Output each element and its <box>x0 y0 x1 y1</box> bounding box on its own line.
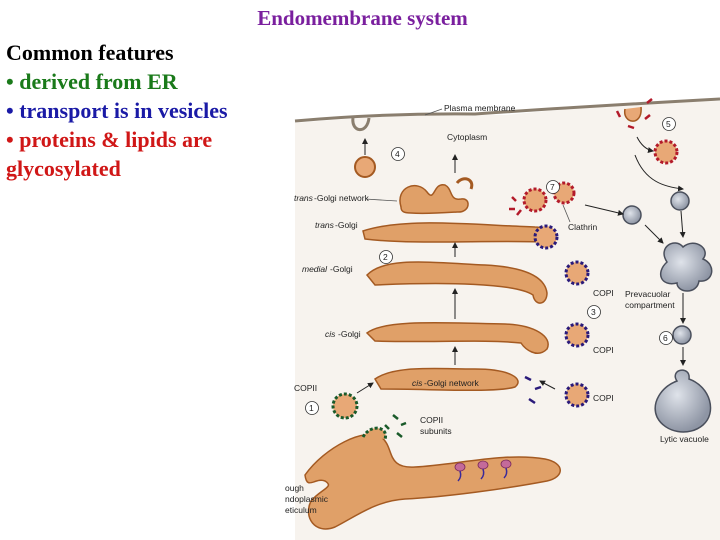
copii-vesicle <box>331 392 359 420</box>
step-3-marker <box>587 305 601 319</box>
rough-endoplasmic-reticulum <box>304 433 561 530</box>
label-plasma-membrane: Plasma membrane <box>444 103 516 113</box>
arrow-endosome <box>634 154 684 192</box>
label-trans-golgi-prefix: trans <box>315 220 335 230</box>
copi-vesicle-medial <box>564 260 590 286</box>
clathrin-subunits <box>509 196 522 216</box>
label-medial-golgi-prefix: medial <box>302 264 328 274</box>
label-tgn-prefix: trans <box>294 193 314 203</box>
label-copi-2: COPI <box>593 345 614 355</box>
label-rough-er-3: eticulum <box>285 505 317 515</box>
arrow-copi-retrograde <box>539 380 556 390</box>
clathrin-vesicle <box>522 187 548 213</box>
label-rough-er-2: ndoplasmic <box>285 494 329 504</box>
lytic-vacuole <box>654 369 712 433</box>
label-medial-golgi-suffix: -Golgi <box>330 264 353 274</box>
step-1-marker <box>305 401 319 415</box>
label-lytic-vacuole: Lytic vacuole <box>660 434 709 444</box>
step-7-label: 7 <box>550 182 555 192</box>
step-7-marker <box>546 180 560 194</box>
small-vacuolar-vesicle <box>622 205 642 225</box>
er-copii-budding-site <box>361 426 388 440</box>
label-copii-subunits-2: subunits <box>420 426 452 436</box>
label-trans-golgi-suffix: -Golgi <box>335 220 358 230</box>
endomembrane-diagram: Plasma membrane Cytoplasm 4 5 trans -Gol… <box>285 97 720 540</box>
step-5-marker <box>662 117 676 131</box>
features-list: Common features • derived from ER • tran… <box>6 38 306 183</box>
medial-golgi-cisterna <box>365 261 548 304</box>
cis-golgi-network <box>373 367 519 392</box>
label-cgn-prefix: cis <box>412 378 423 388</box>
step-2-label: 2 <box>383 252 388 262</box>
label-copi-3: COPI <box>593 393 614 403</box>
arrow-er-to-cgn <box>356 382 374 394</box>
feature-item-glycosylation-2: glycosylated <box>6 156 121 181</box>
label-copii: COPII <box>294 383 317 393</box>
label-cytoplasm: Cytoplasm <box>447 132 487 142</box>
secretory-vesicle <box>354 156 376 178</box>
label-line-plasma-membrane <box>424 108 443 116</box>
arrow-endocytosis <box>636 136 654 153</box>
clathrin-coat-bud <box>615 98 653 130</box>
step-4-label: 4 <box>395 149 400 159</box>
label-prevacuolar-2: compartment <box>625 300 675 310</box>
label-cgn-suffix: -Golgi network <box>424 378 480 388</box>
copi-vesicle-trans <box>533 224 559 250</box>
trans-golgi-cisterna <box>362 222 549 243</box>
copi-vesicle-retrograde <box>564 382 590 408</box>
step-6-marker <box>659 331 673 345</box>
step-6-label: 6 <box>663 333 668 343</box>
copi-vesicle-cis <box>564 322 590 348</box>
arrow-to-prevacuolar <box>644 224 664 244</box>
small-vacuolar-vesicle-2 <box>670 191 690 211</box>
tgn-tubule <box>455 177 474 190</box>
label-line-tgn <box>364 198 398 202</box>
step-1-label: 1 <box>309 403 314 413</box>
arrow-endocytic-to-prevacuolar <box>679 210 686 238</box>
nascent-proteins <box>457 467 508 482</box>
copi-subunits <box>524 375 542 405</box>
vacuolar-transport-vesicle <box>672 325 692 345</box>
plasma-membrane <box>294 97 720 123</box>
feature-item-er: • derived from ER <box>6 69 178 94</box>
label-prevacuolar-1: Prevacuolar <box>625 289 671 299</box>
ribosomes <box>454 459 512 472</box>
step-4-marker <box>391 147 405 161</box>
endocytic-vesicle-budding <box>624 106 642 122</box>
label-cis-golgi-suffix: -Golgi <box>338 329 361 339</box>
label-tgn-suffix: -Golgi network <box>314 193 370 203</box>
label-copii-subunits-1: COPII <box>420 415 443 425</box>
step-3-label: 3 <box>591 307 596 317</box>
feature-item-glycosylation-1: • proteins & lipids are <box>6 127 213 152</box>
trans-golgi-network <box>399 184 469 215</box>
label-line-clathrin <box>562 204 571 223</box>
slide-title: Endomembrane system <box>257 6 468 30</box>
label-rough-er-1: ough <box>285 483 304 493</box>
clathrin-coated-endocytic-vesicle <box>653 139 679 165</box>
label-cis-golgi-prefix: cis <box>325 329 336 339</box>
membrane-pit <box>351 117 371 132</box>
step-2-marker <box>379 250 393 264</box>
label-copi-1: COPI <box>593 288 614 298</box>
cis-golgi-cisterna <box>365 321 549 354</box>
copii-subunits <box>384 414 407 438</box>
label-clathrin: Clathrin <box>568 222 598 232</box>
features-heading: Common features <box>6 40 174 65</box>
feature-item-vesicles: • transport is in vesicles <box>6 98 228 123</box>
step-5-label: 5 <box>666 119 671 129</box>
prevacuolar-compartment <box>659 242 713 292</box>
arrow-tgn-to-vacuole <box>584 204 624 216</box>
